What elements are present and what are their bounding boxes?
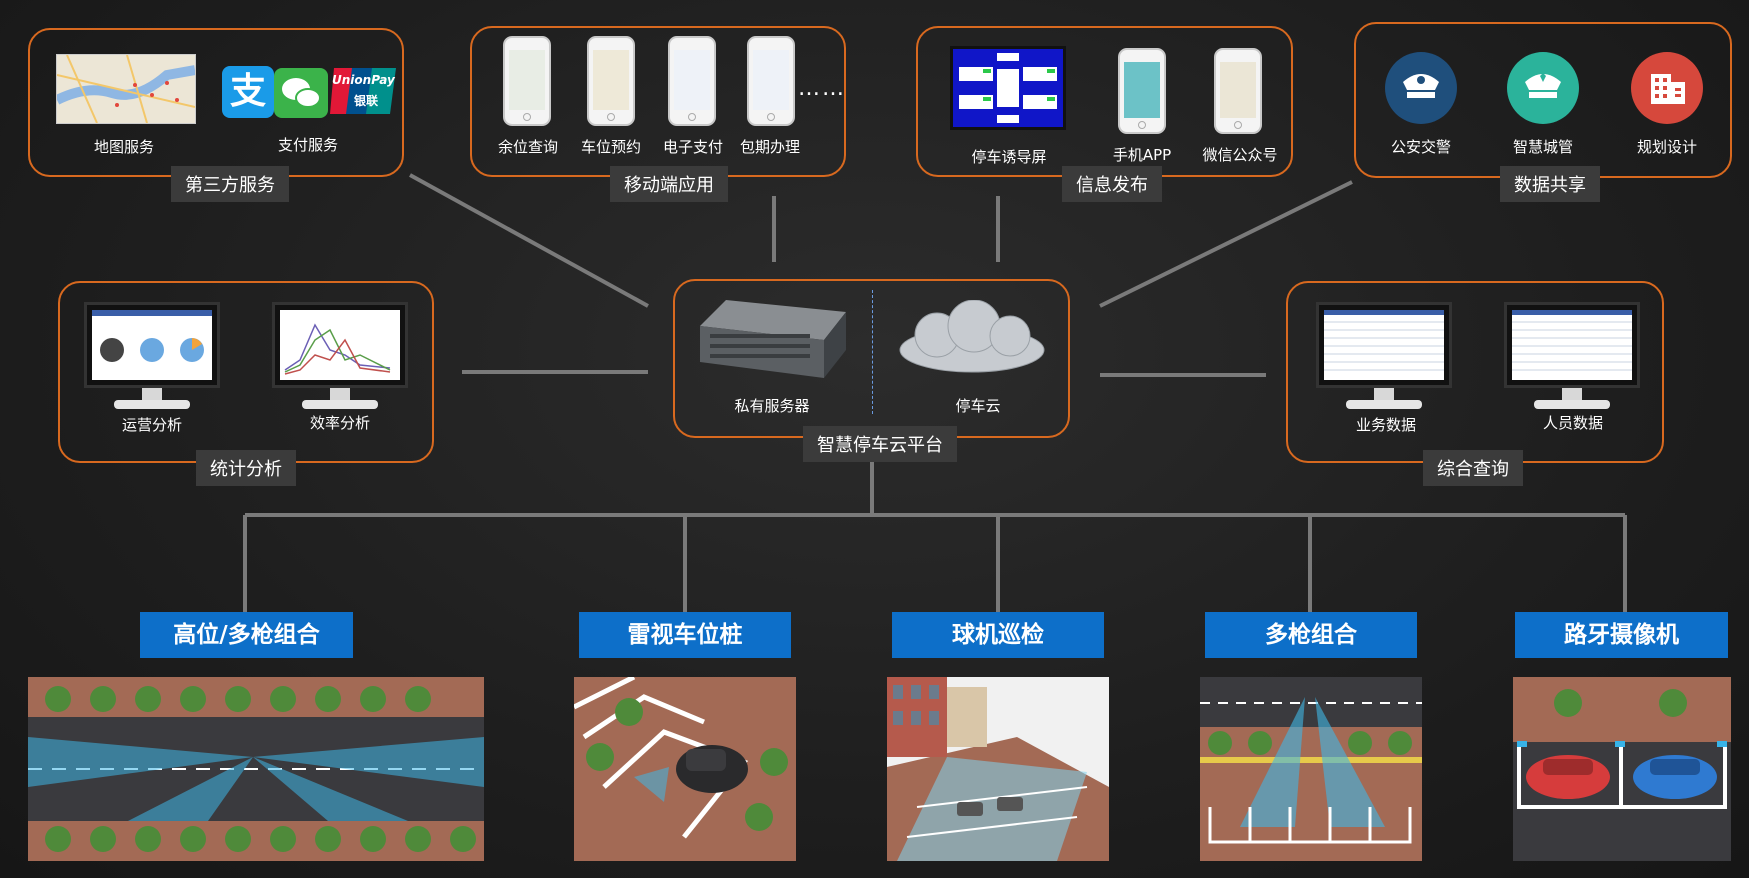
- guidance-screen-label: 停车诱导屏: [971, 148, 1047, 166]
- operation-analysis-monitor: [84, 302, 220, 412]
- wechat-account-label: 微信公众号: [1202, 146, 1278, 164]
- mobile-app-phone: [1118, 48, 1166, 134]
- curb-camera-scene-image: [1513, 677, 1731, 861]
- city-management-label: 智慧城管: [1512, 138, 1574, 156]
- planning-label: 规划设计: [1636, 138, 1698, 156]
- personnel-data-monitor: [1504, 302, 1640, 412]
- unionpay-en-text: UnionPay: [332, 73, 395, 87]
- e-payment-label: 电子支付: [662, 138, 724, 156]
- device-curb-camera-title: 路牙摄像机: [1515, 612, 1728, 658]
- period-pass-label: 包期办理: [739, 138, 801, 156]
- phone-space-booking: [587, 36, 635, 126]
- phone-remaining-spaces: [503, 36, 551, 126]
- parking-cloud-label: 停车云: [955, 397, 1001, 415]
- comprehensive-query-tag: 综合查询: [1423, 450, 1523, 486]
- private-server-image: [700, 290, 846, 378]
- wechat-pay-icon: [274, 68, 328, 118]
- operation-analysis-label: 运营分析: [121, 416, 183, 434]
- map-service-label: 地图服务: [93, 138, 155, 156]
- space-booking-label: 车位预约: [580, 138, 642, 156]
- mobile-apps-tag: 移动端应用: [610, 166, 728, 202]
- unionpay-icon: UnionPay 银联: [328, 64, 398, 118]
- high-pole-scene-image: [28, 677, 484, 861]
- phone-e-payment: [668, 36, 716, 126]
- private-server-label: 私有服务器: [734, 397, 810, 415]
- phone-period-pass: [747, 36, 795, 126]
- parking-cloud-icon: [892, 299, 1052, 378]
- city-management-icon: [1507, 52, 1579, 124]
- police-label: 公安交警: [1390, 138, 1452, 156]
- multi-camera-scene-image: [1200, 677, 1422, 861]
- smart-parking-platform-tag: 智慧停车云平台: [803, 426, 957, 462]
- alipay-icon: 支: [222, 66, 274, 118]
- alipay-glyph: 支: [229, 71, 266, 112]
- payment-service-label: 支付服务: [277, 136, 339, 154]
- radar-pile-scene-image: [574, 677, 796, 861]
- unionpay-cn-text: 银联: [354, 94, 379, 108]
- mobile-app-label: 手机APP: [1112, 146, 1172, 164]
- map-thumbnail: [56, 54, 196, 124]
- police-icon: [1385, 52, 1457, 124]
- efficiency-analysis-monitor: [272, 302, 408, 412]
- divider-dashed: [872, 290, 873, 414]
- efficiency-analysis-label: 效率分析: [309, 414, 371, 432]
- guidance-screen-image: [950, 46, 1066, 130]
- third-party-services-tag: 第三方服务: [171, 166, 289, 202]
- personnel-data-label: 人员数据: [1542, 414, 1604, 432]
- wechat-account-phone: [1214, 48, 1262, 134]
- business-data-label: 业务数据: [1355, 416, 1417, 434]
- device-multi-camera-title: 多枪组合: [1205, 612, 1417, 658]
- planning-icon: [1631, 52, 1703, 124]
- info-publish-tag: 信息发布: [1062, 166, 1162, 202]
- more-apps-ellipsis: ……: [798, 76, 846, 101]
- device-radar-video-pile-title: 雷视车位桩: [579, 612, 791, 658]
- data-sharing-tag: 数据共享: [1500, 166, 1600, 202]
- business-data-monitor: [1316, 302, 1452, 412]
- remaining-spaces-label: 余位查询: [497, 138, 559, 156]
- device-high-pole-multi-camera-title: 高位/多枪组合: [140, 612, 353, 658]
- stats-analysis-tag: 统计分析: [196, 450, 296, 486]
- device-ptz-patrol-title: 球机巡检: [892, 612, 1104, 658]
- ptz-patrol-scene-image: [887, 677, 1109, 861]
